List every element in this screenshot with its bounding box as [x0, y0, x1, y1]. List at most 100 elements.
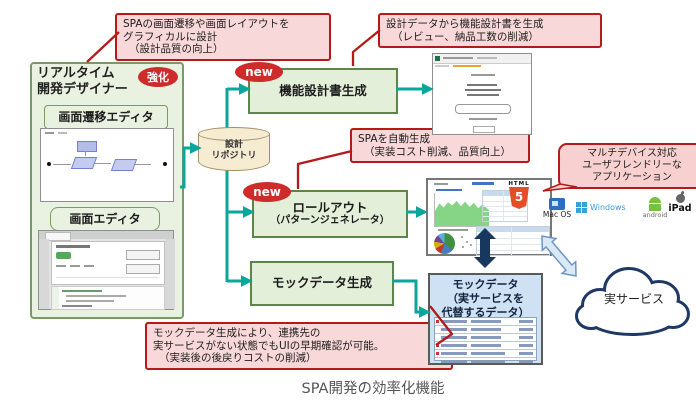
scatter-dot: [466, 241, 468, 243]
row-mark: [436, 352, 439, 355]
windows-icon-pane: [582, 202, 587, 207]
flow-end-dot: [163, 162, 167, 166]
flow-node: [110, 159, 138, 171]
mock-data-box: モックデータ （実サービスを 代替するデータ）: [428, 273, 543, 365]
macos-label: Mac OS: [542, 210, 572, 219]
real-service-cloud-label: 実サービス: [603, 292, 664, 306]
separator: [56, 277, 158, 278]
table-line: [483, 211, 527, 212]
doc-pill-shape: [455, 104, 511, 114]
row-dash: [471, 320, 501, 323]
doc-small-box: [473, 126, 495, 133]
doc-ribbon-highlight: [453, 65, 481, 67]
scatter-dot: [462, 246, 464, 248]
table-line: [477, 238, 549, 239]
callout-doc-from-data: 設計データから機能設計書を生成 （レビュー、納品工数の削減）: [378, 13, 602, 49]
new-badge-doc-gen: new: [235, 62, 283, 82]
green-chart-series: [435, 200, 489, 226]
form-button-graphic: [126, 264, 160, 274]
form-button-graphic: [126, 250, 160, 260]
table-line: [477, 250, 549, 251]
connector-callout-rollout: [296, 149, 353, 189]
row-mark: [436, 320, 439, 323]
device-android: android: [641, 197, 669, 219]
doc-text-line: [471, 74, 495, 76]
preview-left-sidebar: [39, 239, 49, 309]
code-line: [66, 300, 114, 302]
row-dash: [441, 360, 467, 363]
doc-text-line: [467, 94, 499, 96]
preview-tab: [45, 232, 71, 241]
form-field-dash: [70, 265, 80, 267]
row-dash: [519, 352, 533, 355]
preview-menu-dash: [58, 132, 67, 134]
arrow-mockgen-to-mockdata: [392, 279, 431, 318]
mock-data-generation-box: モックデータ生成: [250, 261, 394, 306]
screen-editor-preview: [38, 230, 175, 310]
android-icon-body: [649, 204, 661, 211]
mock-table-row: [435, 318, 536, 326]
doc-text-line: [467, 84, 497, 86]
flow-start-dot: [47, 162, 51, 166]
android-icon-head: [649, 197, 661, 203]
row-dash: [519, 360, 533, 363]
preview-titlebar: [39, 231, 173, 239]
preview-right-sidebar: [165, 239, 175, 309]
doc-text-line: [465, 89, 501, 91]
windows-icon-pane: [582, 208, 587, 213]
row-dash: [519, 320, 533, 323]
html5-brand-text: HTML: [508, 181, 530, 187]
row-dash: [471, 360, 505, 363]
code-gutter: [52, 287, 59, 309]
code-line: [66, 295, 126, 297]
doc-toolbar: [433, 54, 531, 64]
flow-line: [135, 164, 151, 165]
flow-line: [53, 164, 71, 165]
apple-icon: [675, 190, 685, 203]
screen-transition-editor-label: 画面遷移エディタ: [44, 105, 168, 129]
data-table-2: [476, 226, 550, 256]
row-dash: [471, 352, 505, 355]
design-repository-label: 設計 リポジトリ: [211, 140, 257, 161]
macos-icon-screen: [552, 201, 558, 206]
preview-code-panel: [51, 286, 165, 310]
device-ipad: iPad: [666, 190, 694, 214]
table-line: [503, 191, 504, 221]
table-line: [477, 244, 549, 245]
ipad-label: iPad: [668, 203, 692, 214]
mock-table-row: [435, 326, 536, 334]
mock-table-row: [435, 350, 536, 358]
bar-chart-area: [434, 193, 489, 227]
windows-icon: [576, 202, 587, 213]
mock-data-table: [434, 317, 537, 363]
diagram-caption: SPA開発の効率化機能: [301, 381, 445, 397]
chart-title-dash: [436, 189, 462, 191]
row-dash: [441, 336, 467, 339]
row-dash: [471, 344, 501, 347]
apple-icon-leaf: [679, 190, 685, 196]
windows-icon-pane: [576, 202, 581, 207]
mock-table-row: [435, 358, 536, 365]
generated-app-preview: HTML 5: [426, 178, 552, 256]
design-repository-cylinder-top: [198, 127, 270, 141]
realtime-designer-title: リアルタイム 開発デザイナー: [37, 66, 128, 97]
data-table-1: [482, 190, 528, 222]
callout-multi-device: マルチデバイス対応 ユーザフレンドリーな アプリケーション: [558, 143, 696, 189]
new-badge-rollout: new: [243, 182, 291, 202]
doc-toolbar-dash: [477, 57, 497, 59]
chart-caption-dash: [438, 229, 468, 231]
mock-table-row: [435, 342, 536, 350]
form-field-dash: [56, 265, 66, 267]
design-doc-preview: [432, 53, 532, 135]
row-dash: [441, 352, 467, 355]
row-dash: [519, 344, 533, 347]
pie-chart: [434, 233, 455, 254]
device-windows: Windows: [576, 202, 626, 213]
screen-editor-label: 画面エディタ: [50, 207, 160, 231]
form-title-dash: [56, 245, 90, 248]
html5-logo: 5: [509, 187, 529, 209]
device-macos: Mac OS: [540, 198, 574, 219]
enhanced-badge: 強化: [138, 67, 178, 87]
flow-node: [70, 157, 98, 169]
green-button-graphic: [56, 252, 71, 259]
